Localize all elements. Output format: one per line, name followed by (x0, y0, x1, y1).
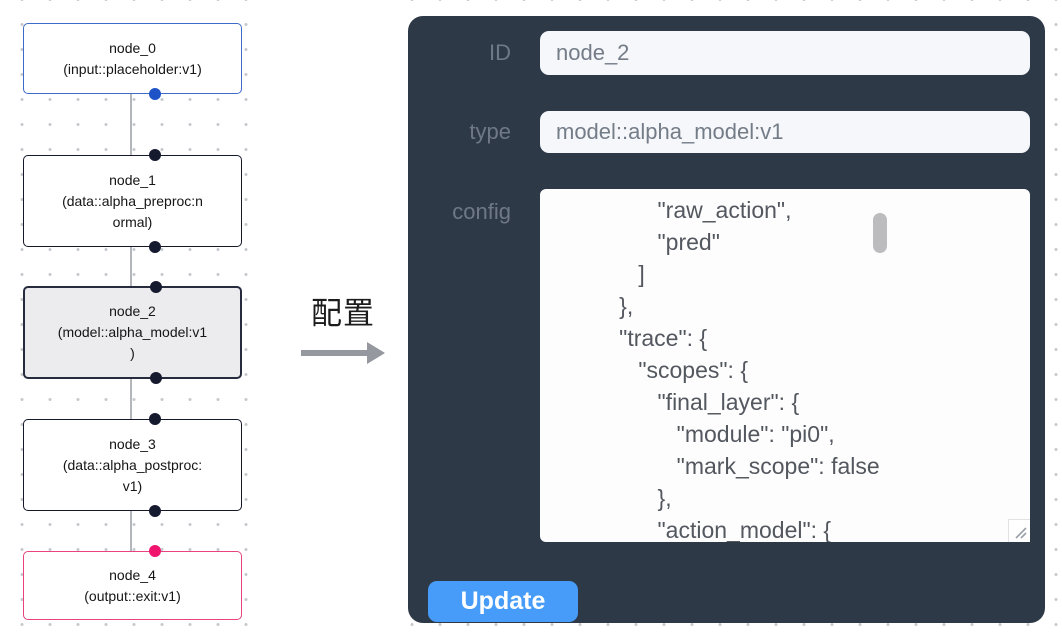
flow-node-node_2[interactable]: node_2 (model::alpha_model:v1 ) (23, 281, 242, 384)
arrow-head (367, 342, 385, 364)
node-label: node_0 (input::placeholder:v1) (63, 39, 202, 77)
input-port[interactable] (149, 545, 161, 557)
id-input[interactable] (540, 31, 1030, 75)
resize-grip-icon (1015, 527, 1027, 539)
config-field-label: config (452, 199, 511, 224)
node-label: node_1 (data::alpha_preproc:n ormal) (62, 171, 203, 230)
transfer-label: 配置 (311, 296, 375, 331)
config-textarea[interactable]: "raw_action", "pred" ] }, "trace": { "sc… (540, 189, 1030, 542)
node-label: node_4 (output::exit:v1) (84, 566, 181, 604)
node-label: node_3 (data::alpha_postproc: v1) (62, 435, 203, 494)
flow-node-node_4[interactable]: node_4 (output::exit:v1) (23, 545, 242, 620)
input-port[interactable] (150, 281, 162, 293)
node-label: node_2 (model::alpha_model:v1 ) (57, 303, 208, 361)
output-port[interactable] (149, 505, 161, 517)
input-port[interactable] (149, 149, 161, 161)
config-scrollbar-thumb[interactable] (873, 213, 887, 253)
output-port[interactable] (149, 88, 161, 100)
flow-node-node_1[interactable]: node_1 (data::alpha_preproc:n ormal) (23, 149, 242, 253)
id-field-label: ID (489, 40, 511, 65)
input-port[interactable] (149, 413, 161, 425)
arrow-shaft (301, 350, 367, 356)
output-port[interactable] (149, 241, 161, 253)
right-arrow-icon (301, 342, 385, 364)
workflow-canvas: node_0 (input::placeholder:v1) node_1 (d… (0, 0, 268, 643)
output-port[interactable] (150, 372, 162, 384)
flow-node-node_0[interactable]: node_0 (input::placeholder:v1) (23, 23, 242, 100)
panel-canvas: ID type config "raw_action", "pred" ] },… (390, 0, 1062, 643)
update-button[interactable]: Update (428, 581, 578, 622)
textarea-resize-handle[interactable] (1008, 519, 1030, 542)
flow-node-node_3[interactable]: node_3 (data::alpha_postproc: v1) (23, 413, 242, 517)
transfer-annotation: 配置 (288, 296, 398, 364)
type-input[interactable] (540, 111, 1030, 153)
type-field-label: type (469, 119, 511, 144)
node-config-panel: ID type config "raw_action", "pred" ] },… (408, 16, 1045, 623)
